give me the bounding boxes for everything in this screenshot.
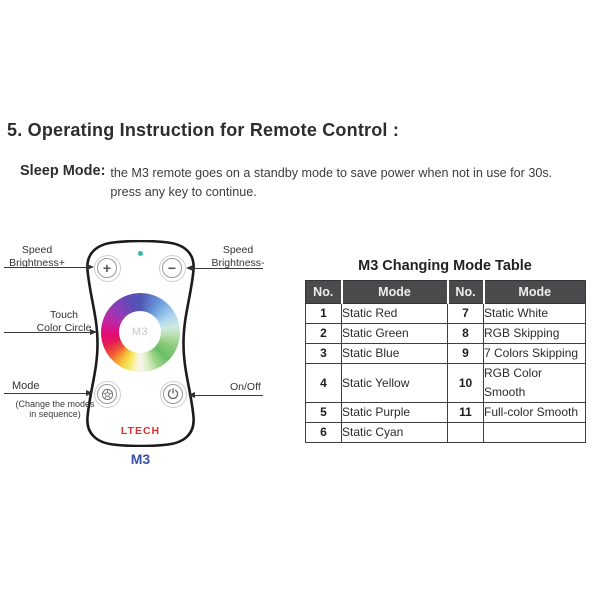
label-mode-note-line2: in sequence) — [29, 409, 81, 419]
cell-no: 2 — [305, 323, 342, 344]
arrowhead-speed-plus — [87, 264, 94, 270]
minus-icon: − — [167, 259, 177, 276]
table-row: 6 Static Cyan — [305, 422, 586, 443]
sleep-mode-text: the M3 remote goes on a standby mode to … — [110, 164, 552, 201]
label-touch-line2: Color Circle — [36, 321, 92, 334]
cell-mode: Static Blue — [341, 343, 448, 364]
label-mode: Mode — [12, 380, 40, 392]
arrow-line-onoff — [195, 395, 263, 397]
label-speed-minus-line2: Brightness- — [211, 256, 265, 269]
cell-no: 8 — [447, 323, 484, 344]
sleep-mode-label: Sleep Mode: — [20, 163, 106, 179]
label-speed-plus-line2: Brightness+ — [9, 256, 65, 269]
brightness-minus-button: − — [158, 254, 186, 282]
cell-mode: Static White — [483, 303, 586, 324]
arrow-line-speed-minus — [193, 268, 263, 270]
cell-mode: Static Green — [341, 323, 448, 344]
arrowhead-mode — [86, 390, 93, 396]
led-indicator-icon — [137, 250, 143, 256]
brand-logo: LTECH — [120, 425, 161, 437]
sleep-mode-line1: the M3 remote goes on a standby mode to … — [110, 166, 553, 180]
cell-mode: Full-color Smooth — [483, 402, 586, 423]
cell-mode: Static Purple — [341, 402, 448, 423]
label-on-off: On/Off — [230, 381, 261, 393]
label-touch-line1: Touch — [49, 309, 79, 321]
touch-color-circle: M3 — [100, 292, 180, 372]
remote-caption: M3 — [130, 451, 151, 467]
col-header-mode-1: Mode — [341, 280, 449, 304]
label-speed-plus-line1: Speed — [21, 244, 53, 256]
table-row: 4 Static Yellow 10 RGB Color Smooth — [305, 363, 586, 403]
col-header-no-2: No. — [447, 280, 485, 304]
cell-no: 10 — [447, 363, 484, 403]
label-speed-brightness-minus: Speed Brightness- — [203, 244, 273, 269]
table-row: 1 Static Red 7 Static White — [305, 303, 586, 324]
plus-icon: + — [102, 259, 112, 276]
color-circle-center: M3 — [119, 311, 161, 353]
arrowhead-touch — [90, 329, 97, 335]
arrow-line-mode — [4, 393, 87, 395]
remote-illustration: + − M3 LTECH — [81, 240, 200, 447]
mode-wheel-icon — [101, 388, 113, 400]
cell-no: 11 — [447, 402, 484, 423]
arrow-line-speed-plus — [4, 267, 88, 269]
col-header-no-1: No. — [305, 280, 343, 304]
page-title: 5. Operating Instruction for Remote Cont… — [7, 120, 400, 140]
remote-model-text: M3 — [131, 326, 149, 338]
cell-no: 3 — [305, 343, 342, 364]
cell-mode: Static Yellow — [341, 363, 448, 403]
power-icon — [167, 388, 179, 400]
label-mode-note: (Change the modes in sequence) — [5, 399, 105, 419]
on-off-button — [159, 380, 187, 408]
label-touch-color-circle: Touch Color Circle — [28, 309, 100, 334]
table-row: 2 Static Green 8 RGB Skipping — [305, 323, 586, 344]
mode-button — [93, 380, 121, 408]
cell-no: 6 — [305, 422, 342, 443]
mode-table-title: M3 Changing Mode Table — [358, 258, 532, 274]
arrowhead-onoff — [188, 392, 195, 398]
cell-mode: RGB Skipping — [483, 323, 586, 344]
sleep-mode-paragraph: Sleep Mode: the M3 remote goes on a stan… — [20, 163, 580, 201]
label-speed-brightness-plus: Speed Brightness+ — [2, 244, 72, 269]
label-speed-minus-line1: Speed — [222, 244, 254, 256]
cell-no: 5 — [305, 402, 342, 423]
cell-no: 7 — [447, 303, 484, 324]
cell-mode: Static Red — [341, 303, 448, 324]
label-mode-note-line1: (Change the modes — [15, 399, 95, 409]
table-row: 3 Static Blue 9 7 Colors Skipping — [305, 343, 586, 364]
arrowhead-speed-minus — [186, 265, 193, 271]
col-header-mode-2: Mode — [483, 280, 586, 304]
cell-mode: Static Cyan — [341, 422, 448, 443]
mode-table-header-row: No. Mode No. Mode — [305, 280, 586, 304]
table-row: 5 Static Purple 11 Full-color Smooth — [305, 402, 586, 423]
cell-no — [447, 422, 484, 443]
sleep-mode-line2: press any key to continue. — [110, 184, 257, 199]
cell-no: 4 — [305, 363, 342, 403]
cell-mode: 7 Colors Skipping — [483, 343, 586, 364]
mode-table: No. Mode No. Mode 1 Static Red 7 Static … — [305, 280, 586, 443]
arrow-line-touch — [4, 332, 91, 334]
cell-no: 9 — [447, 343, 484, 364]
brightness-plus-button: + — [93, 254, 121, 282]
cell-mode: RGB Color Smooth — [483, 363, 586, 403]
cell-mode — [483, 422, 586, 443]
cell-no: 1 — [305, 303, 342, 324]
